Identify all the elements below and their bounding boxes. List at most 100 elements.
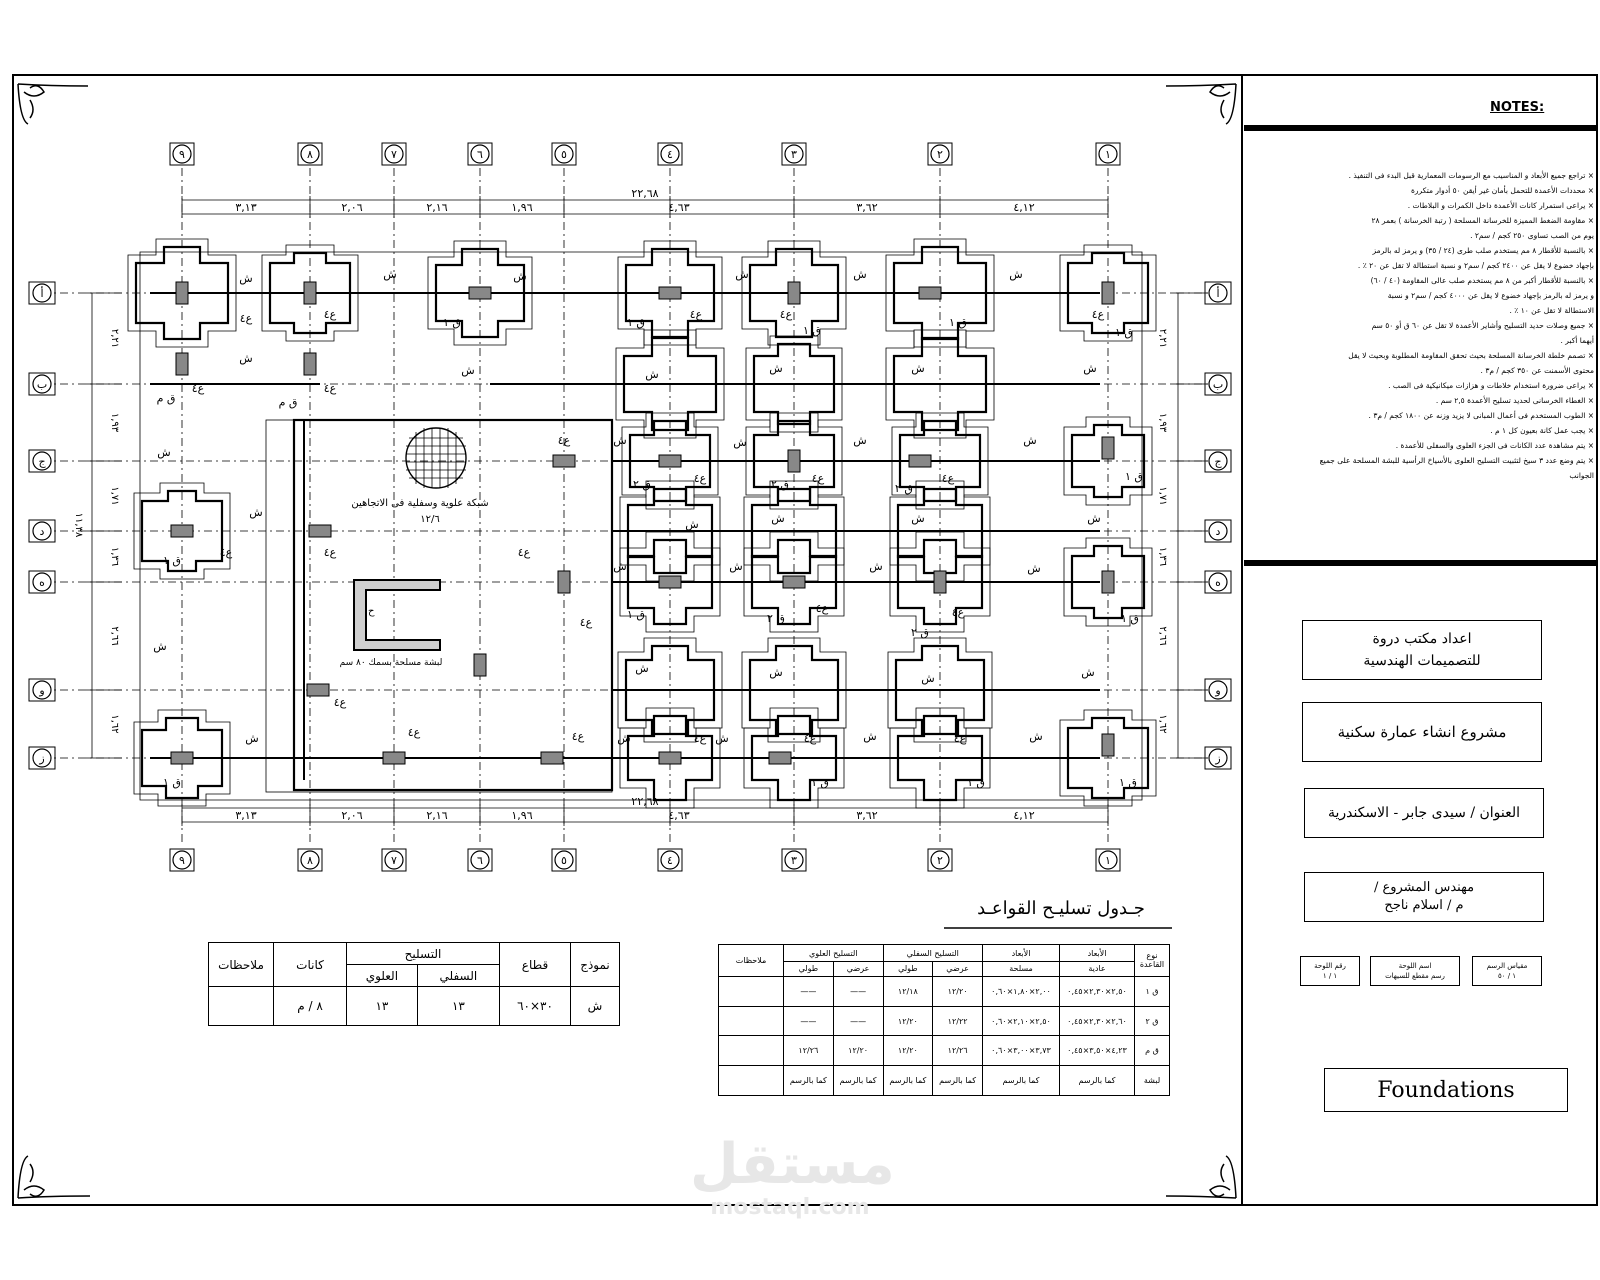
watermark: مستقل mostaql.com [690,1135,895,1221]
plan-label: ش [245,732,258,745]
span-dimension-label: ٣,١٣ [235,201,256,214]
office-box: اعداد مكتب دروة للتصميمات الهندسية [1302,620,1542,680]
plan-label: ش [461,364,474,377]
plan-label: ش [853,434,866,447]
scale-box: مقياس الرسم ١ / ٥٠ [1472,956,1542,986]
axis-number-label: ٧ [391,854,397,867]
notes-list: × تراجع جميع الأبعاد و المناسيب مع الرسو… [1258,168,1594,483]
plan-label: ش [735,268,748,281]
scale-label: مقياس الرسم [1486,962,1528,970]
plan-label: ش [239,352,252,365]
raft-mesh-bars: ١٢/٦ [420,514,440,525]
plan-label: ق ١ [627,608,645,621]
plan-label: ع٤ [942,472,955,485]
office-line2: للتصميمات الهندسية [1363,653,1481,669]
span-dimension-label: ٢,٢١ [1157,329,1168,348]
col-bottom: التسليح السفلي [882,944,983,962]
plan-label: ش [911,362,924,375]
span-dimension-label: ٤,٦٣ [668,201,689,214]
plan-label: ش [513,270,526,283]
axis-letter-label: ز [38,752,44,765]
note-item: × يتم مشاهدة عدد الكانات فى الجزء العلوى… [1395,441,1594,450]
plan-label: ع٤ [812,472,825,485]
plan-label: ش [921,672,934,685]
table-cell: ٢,٠٠×١,٨٠×٠,٦٠ [982,975,1060,1007]
footing-outlines [127,238,1157,809]
plan-label: ق ١ [803,324,821,337]
plan-label: ش [249,506,262,519]
col-bottom-short: عرضي [932,961,983,977]
project-box: مشروع انشاء عمارة سكنية [1302,702,1542,762]
plan-label: ع٤ [954,732,967,745]
plan-label: ع٤ [324,308,337,321]
raft-thickness-note: لبشة مسلحة بسمك ٨٠ سم [339,658,443,668]
span-dimension-label: ٣,٦٢ [856,201,877,214]
plan-label: ق ١ [949,316,967,329]
table-cell: ٣,٧٣×٣,٠٠×٠,٦٠ [982,1035,1060,1067]
col-section: قطاع [499,942,571,987]
plan-label: ق ١ [443,316,461,329]
watermark-latin: mostaql.com [710,1195,870,1220]
span-dimension-label: ٣,١٣ [235,809,256,822]
span-dimension-label: ٢,١٦ [426,201,447,214]
office-line1: اعداد مكتب دروة [1372,631,1472,647]
plan-label: ش [729,560,742,573]
note-item: × يراعى ضرورة استخدام خلاطات و هزازات مي… [1388,381,1594,390]
table-cell: ١٢/١٨ [882,975,934,1007]
plan-label: ق ١ [163,554,181,567]
plan-label: ش [153,640,166,653]
cell-notes [208,986,274,1026]
drawing-title: Foundations [1377,1077,1515,1103]
axis-number-label: ٨ [307,854,313,867]
col-top: التسليح العلوي [783,944,884,962]
axis-number-label: ٥ [561,854,567,867]
plan-label: ق ١ [1115,326,1133,339]
span-dimension-label: ٢,٢١ [109,329,120,348]
table-cell: ق ٢ [1134,1005,1170,1037]
axis-number-label: ٣ [791,854,797,867]
tie-beam-table: نموذج قطاع التسليح كانات ملاحظات السفلي … [208,942,620,1026]
note-item: × يراعى استمرار كانات الأعمدة داخل الكمر… [1407,201,1594,210]
span-dimension-label: ١,٩٣ [1157,413,1168,433]
plan-label: ق ٢ [895,482,913,495]
note-item: بإجهاد خضوع لا يقل عن ٢٤٠٠ كجم / سم٢ و ن… [1357,261,1594,270]
plan-label: ق ١ [163,776,181,789]
plan-label: ش [613,434,626,447]
table-cell [718,1065,784,1096]
axis-number-label: ٤ [667,148,673,161]
plan-label: ش [911,512,924,525]
col-top-short: عرضي [832,961,884,977]
col-bottom-long: طولي [882,961,934,977]
axis-number-label: ١ [1105,854,1111,867]
axis-number-label: ٧ [391,148,397,161]
plan-label: ق م [279,396,298,409]
span-dimension-label: ١,٦٢ [1157,714,1168,733]
table-cell: ١٢/٢٢ [932,1005,983,1037]
span-dimension-label: ١,٧١ [109,486,120,505]
sheet-name-value: رسم مقطع للسيهات [1385,972,1445,980]
plan-label: ش [645,368,658,381]
col-model: نموذج [570,942,620,987]
axis-number-label: ٨ [307,148,313,161]
plan-label: ش [685,518,698,531]
table-cell: —— [783,975,834,1007]
table-cell: ١٢/٢٠ [882,1035,934,1067]
address: العنوان / سيدى جابر - الاسكندرية [1327,805,1521,821]
note-item: الاستطالة لا تقل عن ١٠ ٪ . [1509,306,1594,315]
table-cell: ٢,٥٠×٢,٣٠×٠,٤٥ [1059,975,1135,1007]
table-cell: كما بالرسم [882,1065,934,1096]
note-item: × الطوب المستخدم فى أعمال المبانى لا يزي… [1368,411,1594,420]
note-item: × تراجع جميع الأبعاد و المناسيب مع الرسو… [1348,171,1594,180]
span-dimension-label: ٤,١٢ [1013,809,1034,822]
col-notes: ملاحظات [718,944,784,977]
plan-label: ش [869,560,882,573]
axis-letter-label: ه [39,576,45,589]
table-cell: كما بالرسم [1059,1065,1135,1096]
note-item: × يتم وضع عدد ٣ سيخ لتثبيت التسليح العلو… [1319,456,1594,465]
axis-number-label: ٤ [667,854,673,867]
axis-letter-label: ج [1214,455,1222,468]
span-dimension-label: ١,٩٦ [511,201,532,214]
plan-label: ع٤ [324,546,337,559]
